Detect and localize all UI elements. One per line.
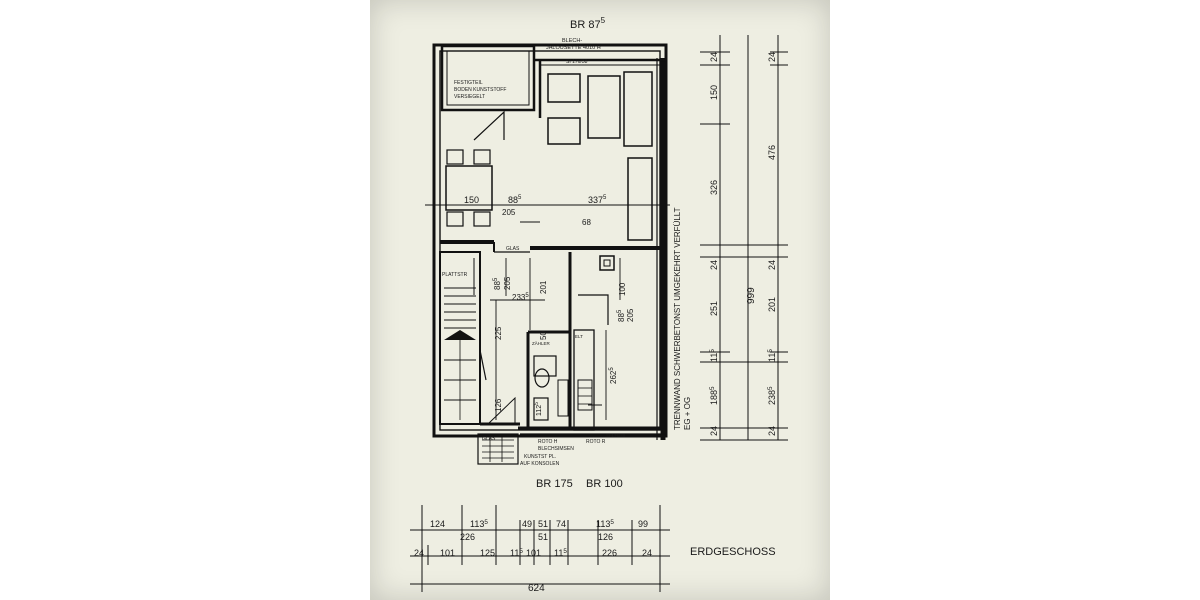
right-dim-inner-5: 115 (709, 349, 719, 362)
bottom-dim-r2-0: 226 (460, 532, 475, 542)
right-total-999: 999 (746, 287, 757, 304)
floor-plan-drawing: BR 875 BLECH- JALOUSETTE 4010 H SI 176/3… (410, 16, 788, 594)
floor-label: ERDGESCHOSS (690, 546, 776, 558)
dim-68: 68 (582, 218, 591, 227)
top-width-label: BR 875 (570, 16, 606, 31)
wall-note-2: EG + OG (683, 397, 692, 430)
br100-label: BR 100 (586, 478, 623, 490)
right-dim-outer-1: 476 (767, 145, 777, 160)
glas-label-bottom: GLAS (482, 436, 496, 442)
blinds-label-2: JALOUSETTE 4010 H (546, 45, 601, 51)
patio-label-2: BODEN KUNSTSTOFF (454, 87, 506, 93)
bottom-dim-r1-2: 49 (522, 519, 532, 529)
right-dim-inner-3: 24 (709, 260, 719, 270)
dim-337-5: 3375 (588, 195, 607, 205)
bottom-dim-r3-2: 125 (480, 548, 495, 558)
right-dim-outer-3: 201 (767, 297, 777, 312)
right-dimension-lines (700, 35, 788, 441)
patio-area (440, 44, 536, 112)
staircase (439, 251, 487, 425)
dim-112-5: 1125 (534, 402, 543, 416)
wall-note-1: TRENNWAND SCHWERBETONST UMGEKEHRT VERFÜL… (673, 207, 682, 430)
patio-label-3: VERSIEGELT (454, 94, 485, 100)
right-dim-inner-1: 150 (709, 85, 719, 100)
right-dim-inner-6: 1885 (709, 386, 719, 405)
bottom-dim-r2-1: 51 (538, 532, 548, 542)
dim-100: 100 (618, 282, 627, 296)
dim-205-a: 205 (502, 208, 516, 217)
living-room (445, 58, 666, 241)
right-dim-inner-0: 24 (709, 52, 719, 62)
dim-205-b: 205 (503, 276, 512, 290)
window-top-label: SI 176/38 (566, 59, 588, 65)
bottom-dim-r3-5: 115 (554, 548, 567, 558)
right-dim-inner-7: 24 (709, 426, 719, 436)
dim-150: 150 (464, 195, 479, 205)
bottom-dim-r1-6: 99 (638, 519, 648, 529)
right-dims-inner: 24 150 326 24 251 115 1885 24 (709, 52, 719, 436)
bottom-dim-r1-5: 1135 (596, 519, 614, 529)
dim-233-5: 2335 (512, 293, 529, 302)
window-bottom-label: SI 176/38 (606, 433, 626, 438)
elt-label: ELT (575, 334, 583, 339)
dim-126-a: 126 (494, 398, 503, 412)
dim-262-5: 2625 (609, 367, 618, 384)
right-dims-outer: 24 476 24 201 115 2385 24 (767, 52, 777, 436)
bottom-dim-r1-0: 124 (430, 519, 445, 529)
bottom-dim-r3-1: 101 (440, 548, 455, 558)
right-dim-inner-2: 326 (709, 180, 719, 195)
bottom-dim-r3-3: 115 (510, 548, 523, 558)
dim-88-5-a: 885 (508, 195, 522, 205)
right-dim-inner-4: 251 (709, 301, 719, 316)
br175-label: BR 175 (536, 478, 573, 490)
bathroom (526, 252, 572, 428)
bottom-total-624: 624 (528, 583, 545, 594)
dim-88-5-b: 885 (493, 277, 502, 290)
dim-205-c: 205 (626, 308, 635, 322)
bottom-dim-r1-4: 74 (556, 519, 566, 529)
roto-right-label: ROTO R (586, 439, 606, 445)
bottom-dim-r1-3: 51 (538, 519, 548, 529)
kunstst-label-2: AUF KONSOLEN (520, 461, 560, 467)
bottom-dim-r3-7: 24 (642, 548, 652, 558)
dim-225: 225 (494, 326, 503, 340)
right-dim-outer-2: 24 (767, 260, 777, 270)
middle-wall (440, 240, 666, 253)
right-dim-outer-4: 115 (767, 349, 777, 362)
bottom-dim-r1-1: 1135 (470, 519, 488, 529)
bottom-dim-r3-6: 226 (602, 548, 617, 558)
glas-label-mid: GLAS (506, 246, 520, 252)
dim-201-a: 201 (539, 280, 548, 294)
front-wall (518, 426, 666, 435)
roto-label-2: BLECHSIMSEN (538, 446, 574, 452)
dim-50: 50 (539, 331, 548, 340)
blinds-label-1: BLECH- (562, 38, 582, 44)
right-dim-outer-0: 24 (767, 52, 777, 62)
hallway (480, 396, 520, 426)
plattstr-label: PLATTSTR (442, 272, 468, 278)
right-dim-outer-5: 2385 (767, 386, 777, 405)
dim-88-5-c: 885 (617, 309, 626, 322)
kitchen (573, 255, 615, 431)
bottom-dim-r2-2: 126 (598, 532, 613, 542)
right-dim-outer-6: 24 (767, 426, 777, 436)
bottom-dimension-lines (410, 505, 670, 592)
roto-label-1: ROTO H (538, 439, 558, 445)
internal-dimension-lines (425, 204, 670, 420)
bottom-dim-r3-4: 101 (526, 548, 541, 558)
bottom-dim-r3-0: 24 (414, 548, 424, 558)
zahler-label: ZÄHLER (532, 340, 551, 346)
kunstst-label-1: KUNSTST PL. (524, 454, 556, 460)
floor-plan-photo: BR 875 BLECH- JALOUSETTE 4010 H SI 176/3… (370, 0, 830, 600)
bottom-dims-row2: 226 51 126 (460, 532, 613, 542)
bottom-dims-row1: 124 1135 49 51 74 1135 99 (430, 519, 648, 529)
patio-label-1: FESTIGTEIL (454, 80, 483, 86)
entrance-steps (477, 433, 519, 465)
